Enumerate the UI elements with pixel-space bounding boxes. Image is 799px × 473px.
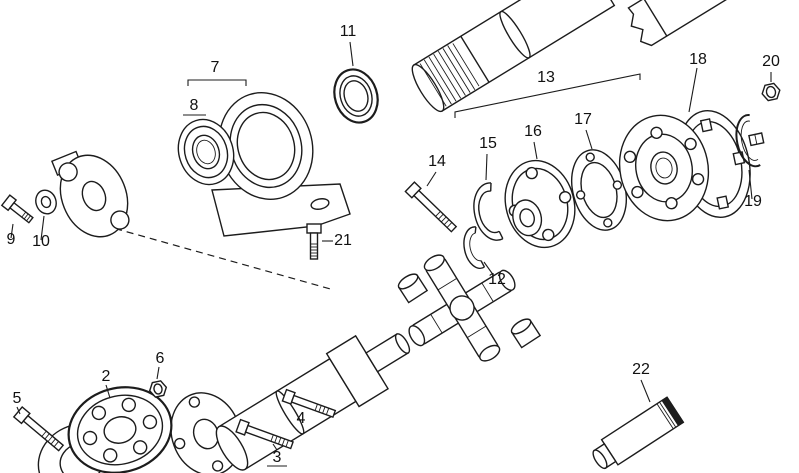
shaft-seal-11 xyxy=(333,68,379,124)
companion-flange-16 xyxy=(504,159,576,249)
part-callout-3: 3 xyxy=(273,449,282,466)
part-callout-13: 13 xyxy=(537,69,555,86)
part-callout-11: 11 xyxy=(340,23,357,40)
part-callout-6: 6 xyxy=(156,350,165,367)
leader-line-14 xyxy=(426,171,437,187)
ball-bearing-8 xyxy=(177,118,235,186)
propshaft-rear-stub xyxy=(627,0,736,47)
part-callout-20: 20 xyxy=(762,53,780,70)
part-callout-17: 17 xyxy=(574,111,592,128)
part-callout-14: 14 xyxy=(428,153,446,170)
part-callout-21: 21 xyxy=(334,232,352,249)
leader-line-11 xyxy=(349,41,354,67)
part-callout-4: 4 xyxy=(297,410,306,427)
leader-line-10 xyxy=(40,215,45,241)
leader-line-12 xyxy=(483,261,495,277)
leader-line-2 xyxy=(105,384,111,399)
part-callout-18: 18 xyxy=(689,51,707,68)
grease-tube-22 xyxy=(592,396,685,470)
clamp-19 xyxy=(735,114,765,168)
bolt-9 xyxy=(0,194,34,224)
flex-disc-2 xyxy=(67,386,173,473)
part-callout-10: 10 xyxy=(32,233,50,250)
centre-mount-assembly-7 xyxy=(211,92,351,237)
leader-line-6 xyxy=(156,366,160,380)
bolt-3 xyxy=(235,418,294,450)
bolt-14 xyxy=(404,181,458,233)
leader-line-19 xyxy=(748,169,753,200)
part-callout-15: 15 xyxy=(479,135,497,152)
drive-yoke xyxy=(51,150,130,238)
part-callout-16: 16 xyxy=(524,123,542,140)
part-callout-19: 19 xyxy=(744,193,762,210)
bearing-cup-a xyxy=(397,273,429,304)
leader-line-15 xyxy=(485,153,488,181)
part-callout-22: 22 xyxy=(632,361,650,378)
propshaft-front-section xyxy=(411,0,616,113)
universal-joint-spider xyxy=(408,254,516,362)
nut-6 xyxy=(148,380,168,398)
leader-line-18 xyxy=(688,67,698,113)
callout-layer: 2 3 4 5 6 7 8 9 10 11 12 13 14 15 16 17 18 19 20 21 22 xyxy=(7,23,780,467)
bolt-4 xyxy=(281,388,337,419)
washer-10 xyxy=(35,189,57,215)
bearing-cup-b xyxy=(510,318,542,349)
part-callout-5: 5 xyxy=(13,390,22,407)
leader-line-5 xyxy=(16,406,21,415)
part-callout-12: 12 xyxy=(488,271,506,288)
lock-plate-15 xyxy=(473,182,504,241)
part-callout-7: 7 xyxy=(211,59,220,76)
leader-line-3 xyxy=(272,443,278,451)
part-callout-2: 2 xyxy=(102,368,111,385)
snap-ring-12 xyxy=(463,226,486,270)
part-callout-9: 9 xyxy=(7,231,16,248)
cv-joint-18 xyxy=(618,109,751,222)
leader-line-16 xyxy=(533,141,538,160)
propshaft-rear-section xyxy=(215,333,411,471)
part-callout-8: 8 xyxy=(190,97,199,114)
nut-20 xyxy=(761,82,781,102)
bolt-5 xyxy=(12,405,65,452)
bolt-21 xyxy=(306,223,322,260)
gasket-17 xyxy=(571,149,627,231)
leader-line-17 xyxy=(585,129,593,150)
leader-line-22 xyxy=(640,379,651,403)
assembly-axis-dashed-line xyxy=(91,221,335,291)
bracket-13 xyxy=(454,73,641,118)
leader-line-9 xyxy=(10,223,14,239)
bracket-7 xyxy=(187,79,247,86)
